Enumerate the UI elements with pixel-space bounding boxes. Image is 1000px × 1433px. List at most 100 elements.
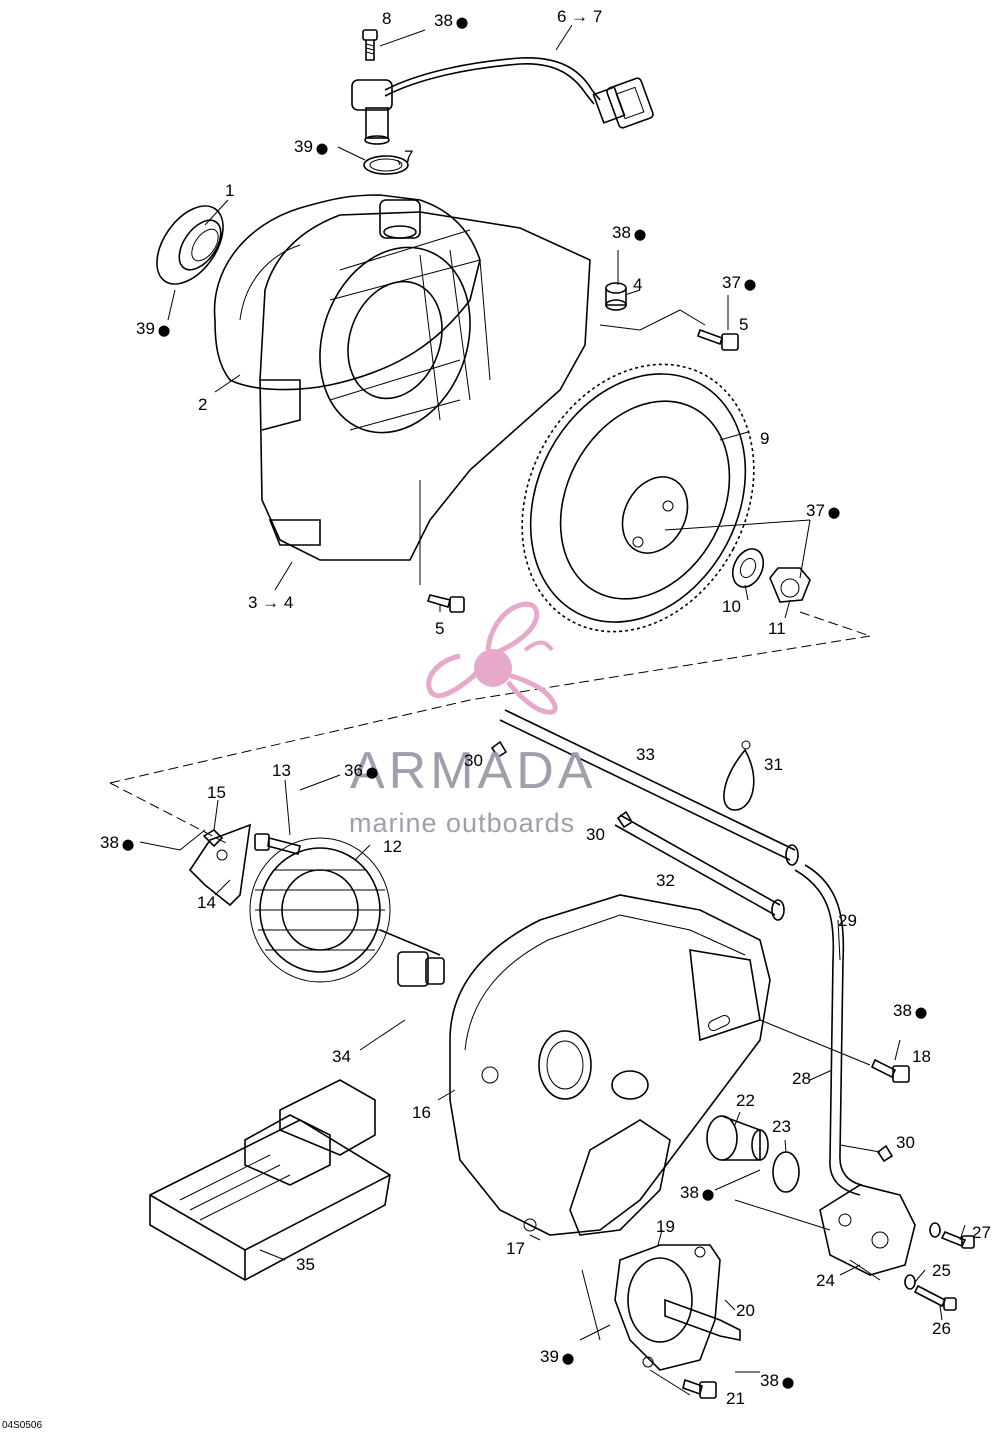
hose-28-29 [794, 869, 861, 1196]
callout: 25 [932, 1261, 951, 1280]
callout: 5 [435, 619, 444, 638]
callout: 17 [506, 1239, 525, 1258]
dowel-4 [605, 282, 627, 311]
bolt-5-lower [426, 594, 465, 613]
hoses-32-33 [499, 709, 799, 921]
callout: 16 [412, 1103, 431, 1122]
callout: 36⬤ [344, 761, 378, 780]
bracket-14 [188, 823, 251, 907]
callout: 38⬤ [434, 11, 468, 30]
screw-27 [940, 1230, 975, 1249]
connector-34 [379, 929, 445, 987]
callout: 29 [838, 911, 857, 930]
callout: 35 [296, 1255, 315, 1274]
callout: 3 → 4 [248, 593, 293, 612]
gasket-2 [213, 194, 481, 391]
callout: 30 [896, 1133, 915, 1152]
clamp-30-right [876, 1144, 894, 1163]
section-divider [109, 635, 871, 784]
oil-drop-icon: ⬤ [744, 279, 756, 291]
clamp-31 [723, 748, 755, 811]
bolt-18 [870, 1058, 910, 1083]
callout: 13 [272, 761, 291, 780]
callout: 22 [736, 1091, 755, 1110]
callout: 31 [764, 755, 783, 774]
oil-drop-icon: ⬤ [702, 1189, 714, 1201]
clamp-30-top [490, 740, 508, 759]
callout: 24 [816, 1271, 835, 1290]
bolt-8 [362, 29, 378, 61]
callout: 8 [382, 9, 391, 28]
oil-drop-icon: ⬤ [634, 229, 646, 241]
callout: 5 [739, 315, 748, 334]
callout: 37⬤ [806, 501, 840, 520]
callout: 32 [656, 871, 675, 890]
callout: 38⬤ [680, 1183, 714, 1202]
o-ring-7 [363, 155, 409, 175]
oil-drop-icon: ⬤ [158, 325, 170, 337]
washer-25 [929, 1222, 941, 1238]
oil-drop-icon: ⬤ [782, 1377, 794, 1389]
watermark-tagline: marine outboards [349, 808, 575, 838]
valve-24 [819, 1184, 916, 1281]
callout: 38⬤ [612, 223, 646, 242]
leader-lines-upper [167, 24, 811, 619]
cover-19 [614, 1244, 741, 1371]
callout: 23 [772, 1117, 791, 1136]
callout: 34 [332, 1047, 351, 1066]
oil-drop-icon: ⬤ [915, 1007, 927, 1019]
callout: 11 [768, 619, 786, 638]
ring-gear-9 [521, 363, 755, 633]
callout: 26 [932, 1319, 951, 1338]
callout: 21 [726, 1389, 745, 1408]
callout: 30 [464, 751, 483, 770]
nut-11 [769, 567, 811, 603]
callout: 38⬤ [893, 1001, 927, 1020]
sensor-body [351, 79, 393, 145]
callout: 18 [912, 1047, 931, 1066]
callout: 2 [198, 395, 207, 414]
callout: 27 [972, 1223, 991, 1242]
flywheel-housing [259, 199, 591, 561]
oil-drop-icon: ⬤ [366, 767, 378, 779]
gasket-17 [569, 1119, 671, 1236]
callout: 12 [383, 837, 402, 856]
callout: 14 [197, 893, 216, 912]
o-ring-23 [772, 1151, 800, 1193]
callout: 1 [225, 181, 234, 200]
oil-drop-icon: ⬤ [828, 507, 840, 519]
callout: 39⬤ [294, 137, 328, 156]
callout: 39⬤ [136, 319, 170, 338]
clamp-30-mid [616, 810, 634, 829]
oil-drop-icon: ⬤ [456, 17, 468, 29]
seal-1 [156, 205, 224, 285]
callout: 20 [736, 1301, 755, 1320]
callout: 37⬤ [722, 273, 756, 292]
callout: 15 [207, 783, 226, 802]
bolt-21 [682, 1378, 717, 1399]
callout: 4 [633, 275, 642, 294]
oil-drop-icon: ⬤ [122, 839, 134, 851]
drawing-code: 04S0506 [2, 1420, 42, 1431]
watermark-brand: ARMADA [350, 742, 596, 800]
callout: 28 [792, 1069, 811, 1088]
callout: 39⬤ [540, 1347, 574, 1366]
callout: 19 [656, 1217, 675, 1236]
ecu-module-35 [149, 1079, 391, 1281]
callout: 38⬤ [760, 1371, 794, 1390]
callout: 38⬤ [100, 833, 134, 852]
stator-12 [249, 837, 391, 983]
screw-26 [913, 1284, 957, 1311]
bolt-13 [254, 833, 301, 855]
callout: 10 [722, 597, 741, 616]
propeller-icon [426, 601, 558, 715]
leader-lines-lower [139, 774, 966, 1396]
callout-labels: 8 38⬤ 6 → 7 39⬤ 7 1 39⬤ 2 38⬤ 4 37⬤ 5 9 … [100, 7, 991, 1408]
armada-watermark: ARMADA marine outboards [349, 601, 596, 838]
sensor-cable [384, 57, 654, 129]
callout: 9 [760, 429, 769, 448]
callout: 30 [586, 825, 605, 844]
callout: 6 → 7 [557, 7, 602, 26]
bolt-5-right [696, 328, 739, 351]
